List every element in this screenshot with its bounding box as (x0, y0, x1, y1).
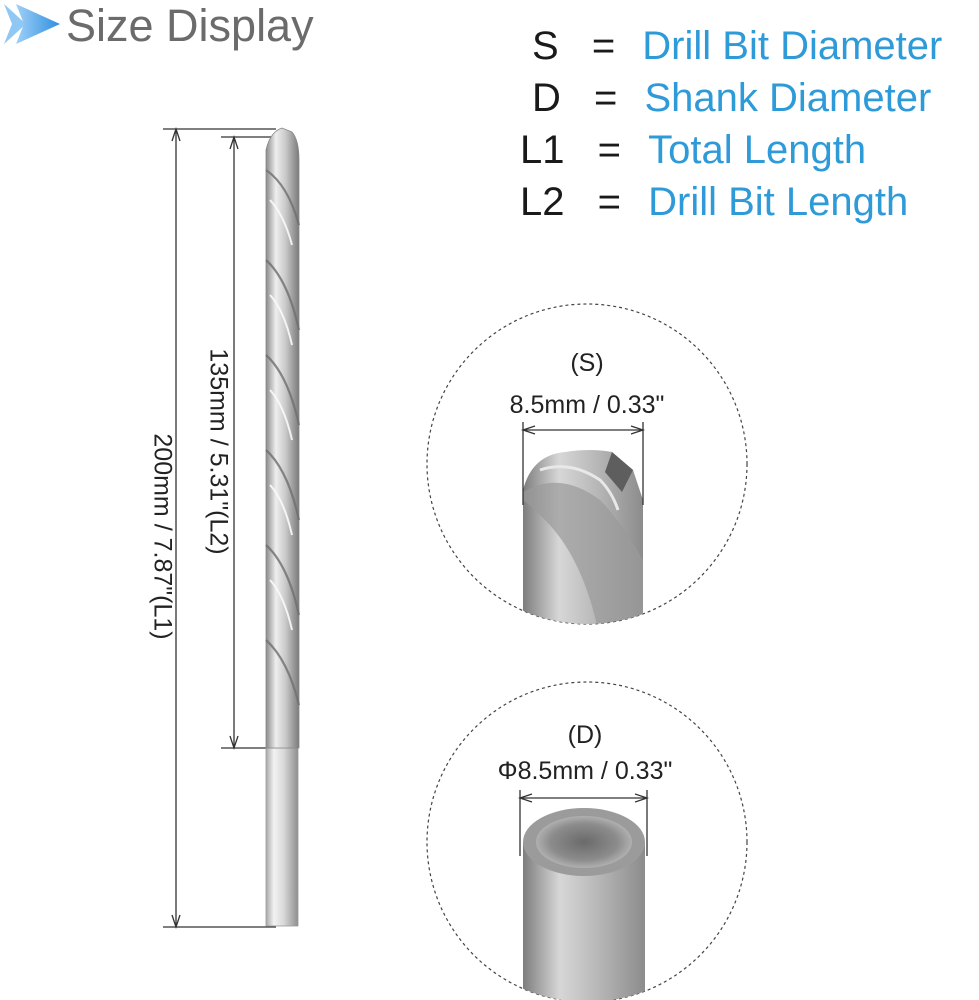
legend-symbol: L2 (520, 180, 565, 224)
tip-diameter-label: 8.5mm / 0.33" (509, 391, 665, 419)
shank-diameter-label: Φ8.5mm / 0.33" (497, 757, 673, 785)
legend-equals: = (597, 180, 621, 224)
play-triangle-icon (4, 4, 60, 44)
legend-row-s: S = Drill Bit Diameter (532, 22, 942, 70)
total-length-label: 200mm / 7.87"(L1) (148, 433, 177, 640)
legend-symbol: L1 (520, 128, 565, 172)
legend-equals: = (597, 128, 621, 172)
legend-symbol: D (532, 76, 561, 120)
drill-bit (265, 127, 301, 927)
legend-definition: Drill Bit Diameter (642, 24, 943, 68)
legend-symbol: S (532, 24, 559, 68)
legend-row-l2: L2 = Drill Bit Length (520, 178, 908, 226)
drill-shank (265, 747, 299, 927)
legend-row-d: D = Shank Diameter (532, 74, 931, 122)
legend-definition: Total Length (648, 128, 867, 172)
legend-definition: Shank Diameter (644, 76, 932, 120)
legend-definition: Drill Bit Length (648, 180, 909, 224)
shank-detail-circle (426, 681, 748, 1000)
shank-tag-label: (D) (567, 721, 603, 749)
legend-equals: = (591, 24, 616, 68)
tip-tag-label: (S) (570, 349, 604, 377)
tip-detail-circle (426, 303, 748, 625)
drill-bit-length-label: 135mm / 5.31"(L2) (204, 348, 233, 555)
legend-row-l1: L1 = Total Length (520, 126, 866, 174)
l1-dimension-line (163, 126, 276, 930)
drill-flute-body (265, 127, 300, 749)
page-title: Size Display (66, 0, 314, 51)
legend-equals: = (594, 76, 618, 120)
l2-dimension-line (221, 134, 276, 751)
